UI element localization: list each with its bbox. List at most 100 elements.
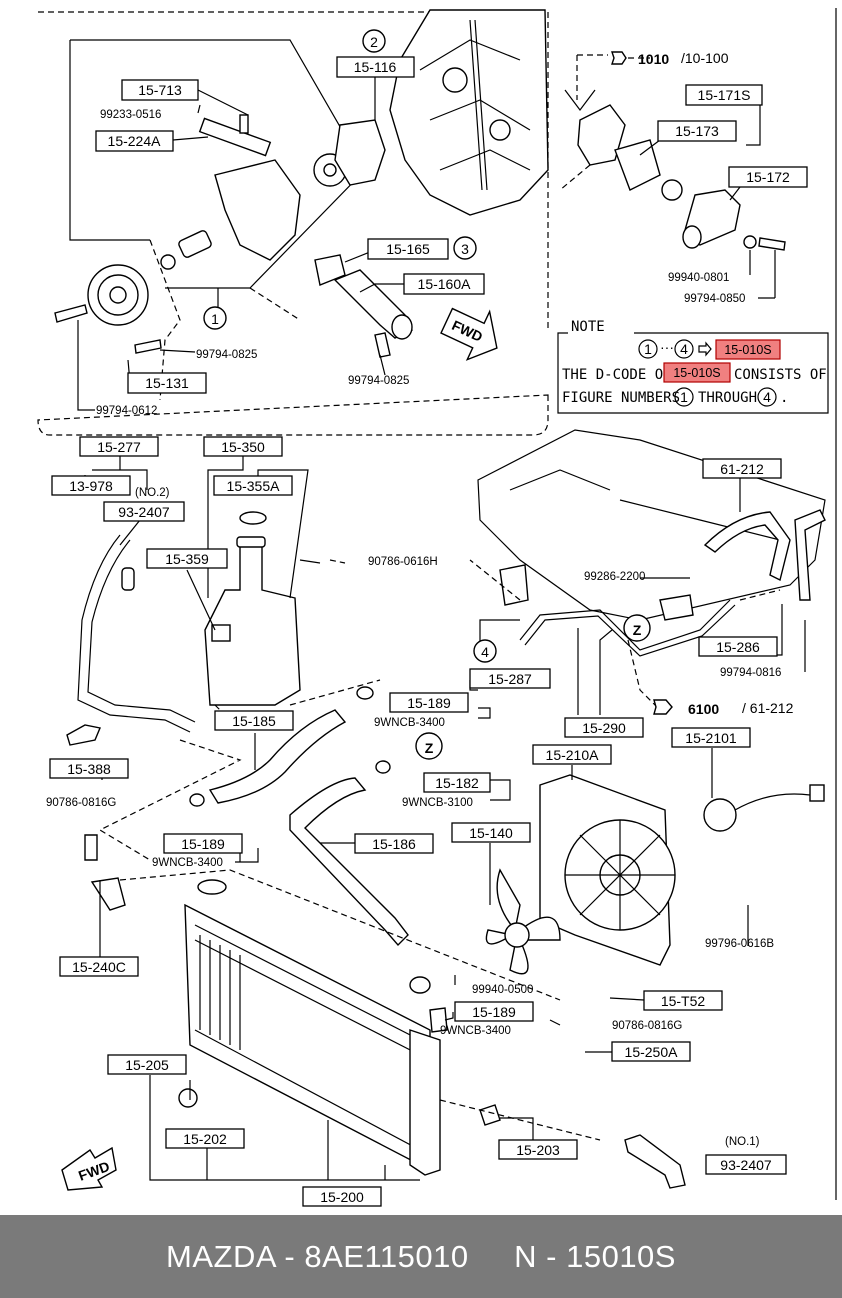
label-15-189-c: 15-189 (454, 1001, 534, 1022)
reservoir-drawing (204, 511, 301, 706)
upper-hose-drawing (208, 709, 409, 947)
label-15-205: 15-205 (107, 1054, 187, 1075)
label-9wncb-3400-c: 9WNCB-3400 (440, 1025, 511, 1037)
label-15-388: 15-388 (49, 758, 129, 779)
label-15-224a: 15-224A (95, 130, 174, 152)
callout-1: 1 (203, 306, 227, 330)
label-15-355a: 15-355A (213, 475, 293, 496)
label-15-200: 15-200 (302, 1186, 382, 1207)
svg-text:15-165: 15-165 (386, 241, 430, 257)
label-15-160a: 15-160A (403, 273, 485, 295)
pulley-drawing (54, 264, 162, 354)
label-15-189-b: 15-189 (163, 833, 243, 854)
svg-text:15-388: 15-388 (67, 761, 111, 777)
label-15-210a: 15-210A (532, 744, 612, 765)
label-99940-0801: 99940-0801 (668, 272, 729, 284)
fwd-arrow-2: FWD (61, 1146, 117, 1191)
svg-text:15-355A: 15-355A (227, 478, 281, 494)
label-99940-0500: 99940-0500 (472, 984, 533, 996)
label-15-713: 15-713 (121, 79, 199, 101)
label-15-131: 15-131 (127, 372, 207, 394)
clamp-drawings (189, 686, 431, 994)
label-90786-0816g-a: 90786-0816G (46, 797, 116, 809)
svg-text:15-350: 15-350 (221, 439, 265, 455)
label-99794-0825-a: 99794-0825 (196, 349, 257, 361)
label-99794-0850: 99794-0850 (684, 293, 745, 305)
thermostat-drawing (564, 54, 786, 251)
svg-text:15-2101: 15-2101 (685, 730, 737, 746)
svg-text:15-277: 15-277 (97, 439, 141, 455)
label-15-116: 15-116 (336, 56, 415, 78)
label-15-t52: 15-T52 (643, 990, 723, 1011)
svg-text:93-2407: 93-2407 (720, 1157, 772, 1173)
note-line3-prefix: FIGURE NUMBERS (562, 390, 680, 406)
note-box: NOTE 1 ··· 4 15-010S THE D-CODE OF 15-01… (557, 319, 829, 414)
note-code-highlight-1 (715, 339, 781, 360)
note-line2-suffix: CONSISTS OF (734, 367, 827, 383)
svg-text:/10-100: /10-100 (681, 50, 729, 66)
engine-outline-drawing (477, 429, 826, 621)
svg-text:93-2407: 93-2407 (118, 504, 170, 520)
engine-block-drawing (389, 9, 549, 216)
svg-text:15-713: 15-713 (138, 82, 182, 98)
svg-text:15-290: 15-290 (582, 720, 626, 736)
label-99233-0516: 99233-0516 (100, 109, 161, 121)
label-15-173: 15-173 (657, 120, 737, 142)
parts-diagram: FWD (37, 8, 837, 1207)
label-15-2101: 15-2101 (671, 727, 751, 748)
svg-text:Z: Z (633, 622, 642, 638)
label-15-250a: 15-250A (611, 1041, 691, 1062)
svg-text:15-203: 15-203 (516, 1142, 560, 1158)
svg-text:4: 4 (481, 644, 489, 660)
label-9wncb-3100: 9WNCB-3100 (402, 797, 473, 809)
callout-3: 3 (453, 236, 477, 260)
label-93-2407-a: 93-2407 (103, 501, 185, 522)
svg-text:15-116: 15-116 (354, 59, 397, 75)
label-15-240c: 15-240C (59, 956, 139, 977)
svg-text:15-189: 15-189 (407, 695, 451, 711)
bracket-drawings (66, 724, 126, 911)
fan-shroud-drawing (539, 774, 676, 966)
radiator-drawing (178, 879, 501, 1176)
svg-text:1: 1 (644, 341, 652, 357)
svg-text:15-224A: 15-224A (108, 133, 162, 149)
svg-text:6100: 6100 (688, 701, 719, 717)
note-code-1: 15-010S (724, 343, 771, 357)
label-6100: 6100 / 61-212 (653, 699, 794, 717)
fan-drawing (485, 868, 561, 975)
svg-text:15-286: 15-286 (716, 639, 760, 655)
label-15-182: 15-182 (423, 772, 491, 793)
fwd-arrow-1: FWD (440, 307, 498, 361)
label-15-203: 15-203 (498, 1139, 578, 1160)
note-title: NOTE (571, 319, 605, 335)
svg-text:15-182: 15-182 (435, 775, 479, 791)
svg-text:1010: 1010 (638, 51, 669, 67)
label-15-165: 15-165 (367, 238, 449, 260)
label-9wncb-3400-b: 9WNCB-3400 (152, 857, 223, 869)
svg-text:15-189: 15-189 (181, 836, 225, 852)
svg-text:15-287: 15-287 (488, 671, 532, 687)
svg-text:15-171S: 15-171S (698, 87, 751, 103)
svg-text:4: 4 (763, 389, 771, 405)
svg-text:15-172: 15-172 (746, 169, 790, 185)
svg-text:.: . (780, 390, 788, 406)
svg-text:3: 3 (461, 241, 469, 257)
svg-text:···: ··· (660, 339, 674, 355)
label-15-287: 15-287 (469, 668, 551, 689)
svg-text:Z: Z (425, 740, 434, 756)
svg-text:15-T52: 15-T52 (661, 993, 706, 1009)
footer-banner: MAZDA - 8AE115010 N - 15010S (0, 1215, 842, 1298)
lower-hose-drawing (624, 1134, 686, 1189)
callout-4: 4 (473, 639, 497, 663)
svg-text:4: 4 (680, 341, 688, 357)
svg-text:15-250A: 15-250A (625, 1044, 679, 1060)
note-line3-mid: THROUGH (698, 390, 757, 406)
oil-cooler-pipe-drawing (499, 564, 736, 657)
label-15-350: 15-350 (203, 436, 283, 457)
label-1010: 1010 /10-100 (611, 50, 729, 67)
svg-text:15-240C: 15-240C (72, 959, 126, 975)
svg-text:15-185: 15-185 (232, 713, 276, 729)
label-15-185: 15-185 (214, 710, 294, 731)
note-line2-prefix: THE D-CODE OF (562, 367, 672, 383)
water-pump-drawing (69, 39, 386, 289)
